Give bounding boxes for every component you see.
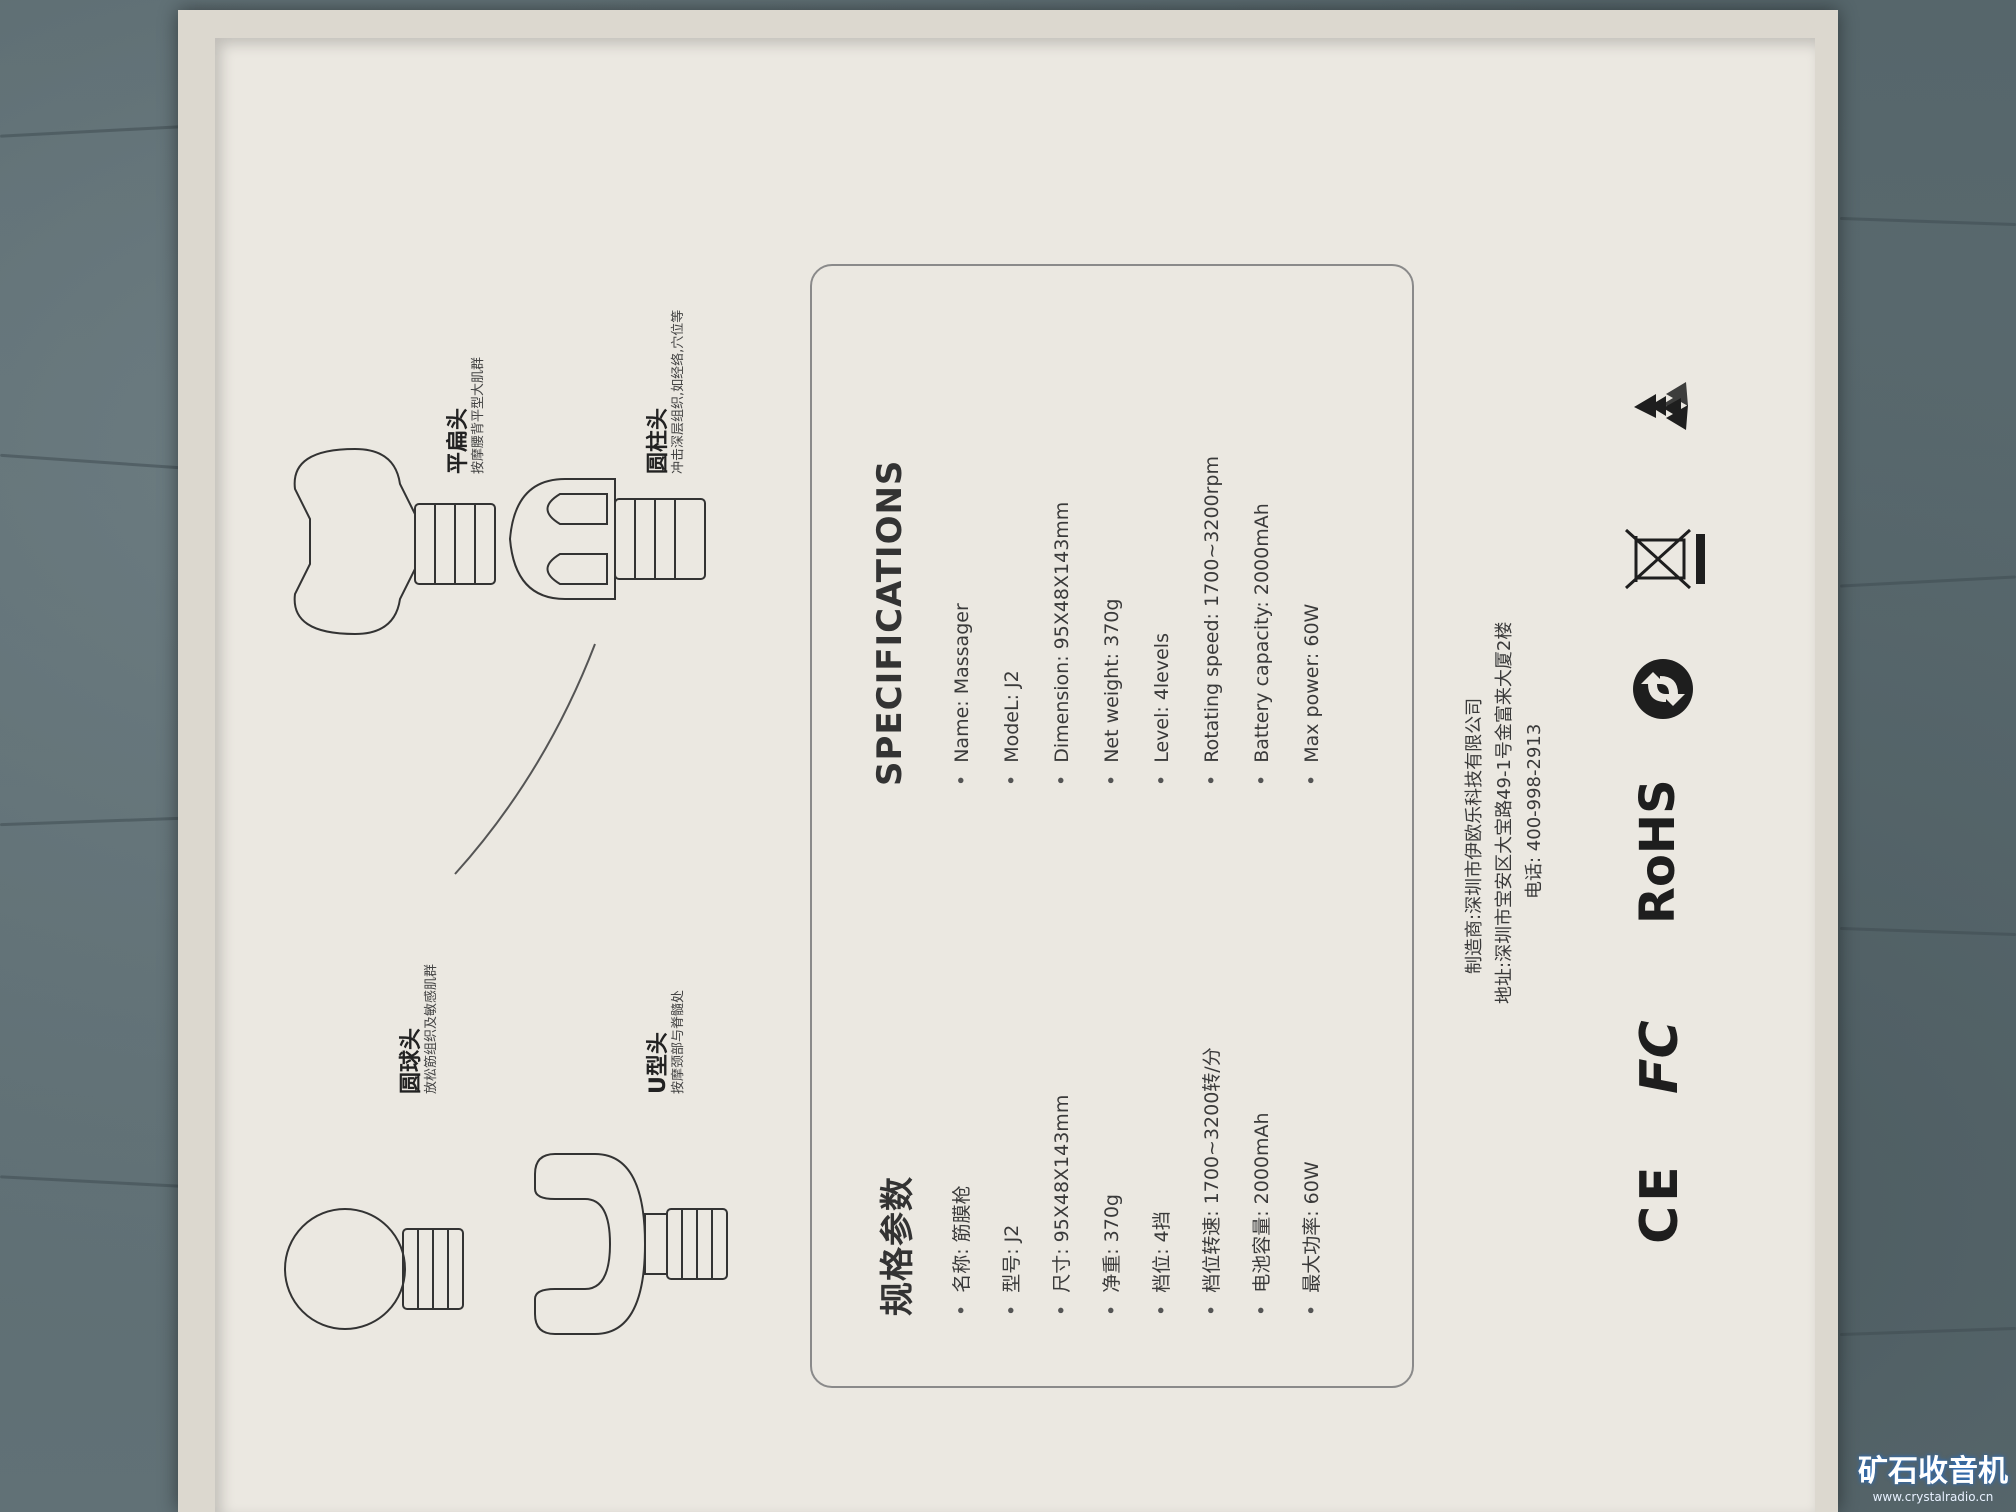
u-head-icon <box>534 1153 728 1335</box>
fcc-mark-icon: FC <box>1630 1020 1690 1094</box>
massage-heads-illustration <box>284 447 728 1335</box>
pencil-mark <box>454 643 596 875</box>
spec-en-item: Name: Massager <box>937 456 987 786</box>
tip-desc-u: 按摩颈部与脊髓处 <box>671 989 686 1094</box>
spec-en-item: Battery capacity: 2000mAh <box>1237 456 1287 786</box>
recycle-symbol-icon <box>1634 382 1688 430</box>
spec-cn-item: 电池容量: 2000mAh <box>1237 1047 1287 1316</box>
address-text: 地址:深圳市宝安区大宝路49-1号金富来大厦2楼 <box>1494 621 1515 1004</box>
spec-cn-item: 档位: 4挡 <box>1137 1047 1187 1316</box>
watermark-title: 矿石收音机 <box>1858 1454 2008 1489</box>
spec-cn-item: 尺寸: 95X48X143mm <box>1037 1047 1087 1316</box>
specs-en-title: SPECIFICATIONS <box>870 459 910 786</box>
tip-desc-cylinder: 冲击深层组织,如经络,穴位等 <box>671 309 686 474</box>
specifications-panel: 规格参数 名称: 筋膜枪 型号: J2 尺寸: 95X48X143mm 净重: … <box>810 264 1414 1388</box>
spec-cn-item: 净重: 370g <box>1087 1047 1137 1316</box>
ce-mark-icon: CE <box>1630 1162 1690 1244</box>
spec-cn-item: 最大功率: 60W <box>1287 1047 1337 1316</box>
spec-en-item: Rotating speed: 1700~3200rpm <box>1187 456 1237 786</box>
certification-logos: CE FC RoHS <box>1620 294 1710 1244</box>
spec-en-item: Dimension: 95X48X143mm <box>1037 456 1087 786</box>
spec-en-item: Level: 4levels <box>1137 456 1187 786</box>
ball-head-icon <box>284 1208 464 1330</box>
tip-desc-flat: 按摩腰背平型大肌群 <box>471 356 486 474</box>
spec-cn-item: 型号: J2 <box>987 1047 1037 1316</box>
phone-text: 电话: 400-998-2913 <box>1524 723 1545 899</box>
tip-desc-ball: 放松筋组织及敏感肌群 <box>424 963 439 1094</box>
manufacturer-text: 制造商:深圳市伊欧乐科技有限公司 <box>1464 697 1485 974</box>
specs-en-list: Name: Massager ModeL: J2 Dimension: 95X4… <box>937 456 1337 786</box>
cylinder-head-icon <box>508 478 706 600</box>
flat-head-icon <box>293 447 496 636</box>
box-content: 平扁头 按摩腰背平型大肌群 圆柱头 冲击深层组织,如经络,穴位等 圆球头 放松筋… <box>215 54 1815 1474</box>
weee-bin-icon <box>1624 528 1705 590</box>
rohs-mark-icon: RoHS <box>1630 779 1686 924</box>
spec-cn-item: 档位转速: 1700~3200转/分 <box>1187 1047 1237 1316</box>
watermark-url: www.crystalradio.cn <box>1872 1490 1994 1504</box>
spec-cn-item: 名称: 筋膜枪 <box>937 1047 987 1316</box>
spec-en-item: Net weight: 370g <box>1087 456 1137 786</box>
spec-en-item: Max power: 60W <box>1287 456 1337 786</box>
specs-cn-title: 规格参数 <box>878 1176 918 1316</box>
specs-cn-list: 名称: 筋膜枪 型号: J2 尺寸: 95X48X143mm 净重: 370g … <box>937 1047 1337 1316</box>
watermark: 矿石收音机 www.crystalradio.cn <box>1858 1446 2008 1504</box>
recycle-arrow-icon <box>1633 659 1693 719</box>
spec-en-item: ModeL: J2 <box>987 456 1037 786</box>
